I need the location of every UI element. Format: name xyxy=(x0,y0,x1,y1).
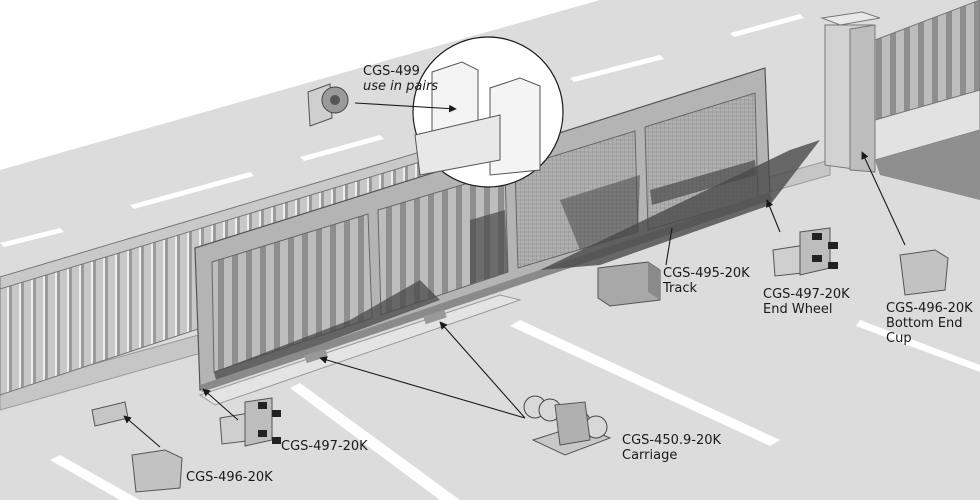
part-description: End Wheel xyxy=(763,302,833,317)
part-carriage-icon xyxy=(523,395,612,456)
part-number: CGS-497-20K xyxy=(281,439,368,454)
part-number: CGS-496-20K xyxy=(186,470,273,485)
road-markings xyxy=(0,14,980,500)
receiving-post xyxy=(820,0,980,200)
part-description: use in pairs xyxy=(363,79,439,94)
callout-end-wheel: CGS-497-20K End Wheel xyxy=(763,287,850,317)
detail-magnifier xyxy=(412,36,564,188)
part-number: CGS-450.9-20K xyxy=(622,433,722,448)
carriage-mount-1 xyxy=(304,348,328,364)
part-number: CGS-495-20K xyxy=(663,266,750,281)
part-end-wheel-icon xyxy=(772,227,838,277)
callout-cgs-499: CGS-499 use in pairs xyxy=(363,64,438,94)
part-description: Track xyxy=(663,281,698,296)
part-end-cup-icon xyxy=(899,249,949,296)
part-end-cup-small-icon xyxy=(131,449,183,493)
part-description: Bottom End Cup xyxy=(886,316,963,346)
gate-shadow xyxy=(540,140,820,270)
part-end-wheel-small-icon xyxy=(219,397,281,447)
part-track-icon xyxy=(597,261,661,307)
part-number: CGS-496-20K xyxy=(886,301,973,316)
carriage-mount-2 xyxy=(423,309,447,325)
part-cgs-499-icon xyxy=(307,83,349,127)
callout-track: CGS-495-20K Track xyxy=(663,266,750,296)
callout-end-cup-small: CGS-496-20K xyxy=(186,470,273,485)
part-description: Carriage xyxy=(622,448,678,463)
part-number: CGS-499 xyxy=(363,64,420,79)
part-number: CGS-497-20K xyxy=(763,287,850,302)
callout-end-wheel-small: CGS-497-20K xyxy=(281,439,368,454)
callout-lines xyxy=(123,102,906,448)
callout-carriage: CGS-450.9-20K Carriage xyxy=(622,433,721,463)
callout-bottom-end-cup: CGS-496-20K Bottom End Cup xyxy=(886,301,978,346)
